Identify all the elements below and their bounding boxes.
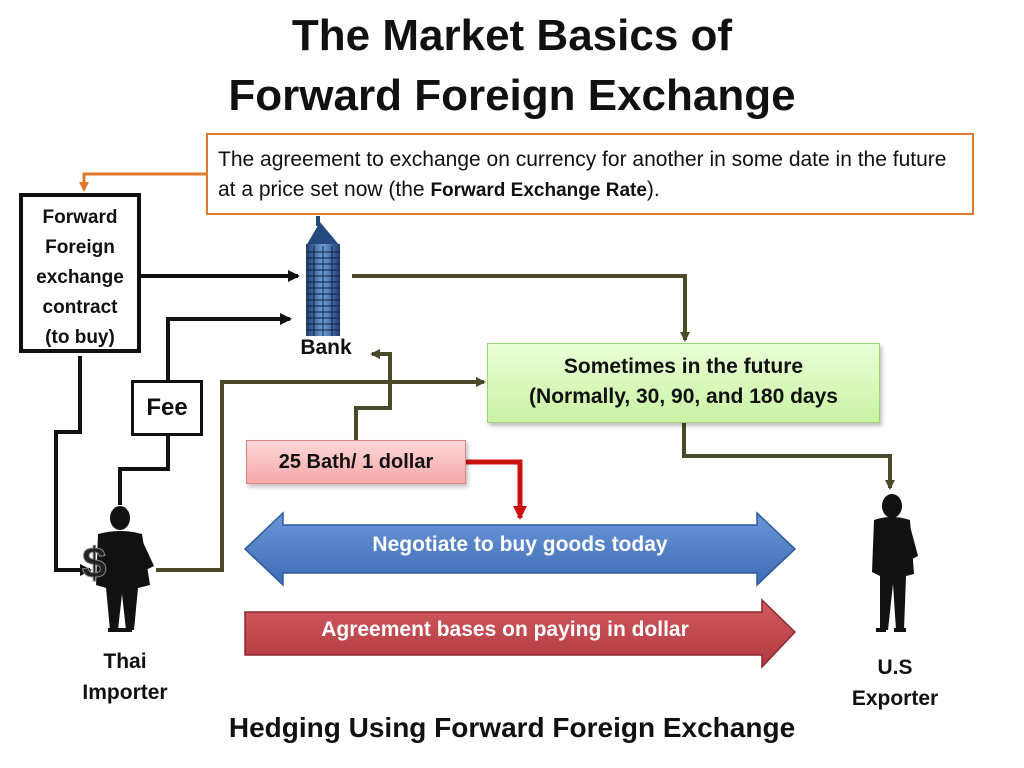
future-line-1: Sometimes in the future: [563, 355, 804, 378]
contract-line-2: Foreign: [45, 237, 115, 258]
importer-to-future-arrow: [156, 377, 486, 572]
future-line-2: (Normally, 30, 90, and 180 days: [529, 385, 838, 408]
exporter-line-1: U.S: [877, 656, 913, 679]
rate-to-bank-arrow: [354, 349, 392, 440]
fee-to-bank-arrow: [166, 313, 292, 380]
importer-line-2: Importer: [82, 681, 168, 704]
importer-label: Thai Importer: [60, 646, 190, 708]
contract-line-4: contract: [42, 297, 118, 318]
title-line-1: The Market Basics of: [291, 11, 733, 60]
importer-to-fee-line: [118, 436, 170, 505]
future-to-exporter-arrow: [682, 423, 895, 490]
bank-label: Bank: [300, 336, 352, 359]
rate-to-negotiate-arrow: [466, 459, 527, 520]
page-title: The Market Basics of Forward Foreign Exc…: [0, 6, 1024, 126]
importer-line-1: Thai: [103, 650, 147, 673]
definition-connector: [79, 172, 206, 192]
fee-box: Fee: [131, 380, 203, 436]
negotiate-arrow-label: Negotiate to buy goods today: [372, 533, 668, 556]
future-box: Sometimes in the future (Normally, 30, 9…: [487, 343, 880, 423]
contract-line-3: exchange: [36, 267, 124, 288]
skyscraper-icon: [306, 216, 340, 336]
svg-text:$: $: [82, 539, 106, 588]
exporter-label: U.S Exporter: [830, 652, 960, 714]
exchange-rate-box: 25 Bath/ 1 dollar: [246, 440, 466, 484]
negotiate-double-arrow: [243, 511, 797, 587]
contract-line-1: Forward: [42, 207, 118, 228]
contract-line-5: (to buy): [45, 327, 115, 348]
bank-to-future-arrow: [352, 274, 690, 342]
title-line-2: Forward Foreign Exchange: [228, 71, 796, 120]
definition-bold-term: Forward Exchange Rate: [430, 180, 647, 201]
contract-to-importer-arrow: [54, 356, 92, 576]
agreement-arrow: [244, 598, 797, 669]
definition-box: The agreement to exchange on currency fo…: [206, 133, 974, 215]
businessman-with-dollar-icon: $: [82, 506, 154, 632]
forward-contract-box: Forward Foreign exchange contract (to bu…: [19, 193, 141, 353]
exporter-line-2: Exporter: [851, 687, 939, 710]
businessman-icon: [872, 494, 918, 632]
definition-text-end: ).: [646, 178, 660, 201]
footer-caption: Hedging Using Forward Foreign Exchange: [228, 712, 796, 743]
definition-text: The agreement to exchange on currency fo…: [218, 148, 947, 201]
agreement-arrow-label: Agreement bases on paying in dollar: [321, 618, 689, 641]
